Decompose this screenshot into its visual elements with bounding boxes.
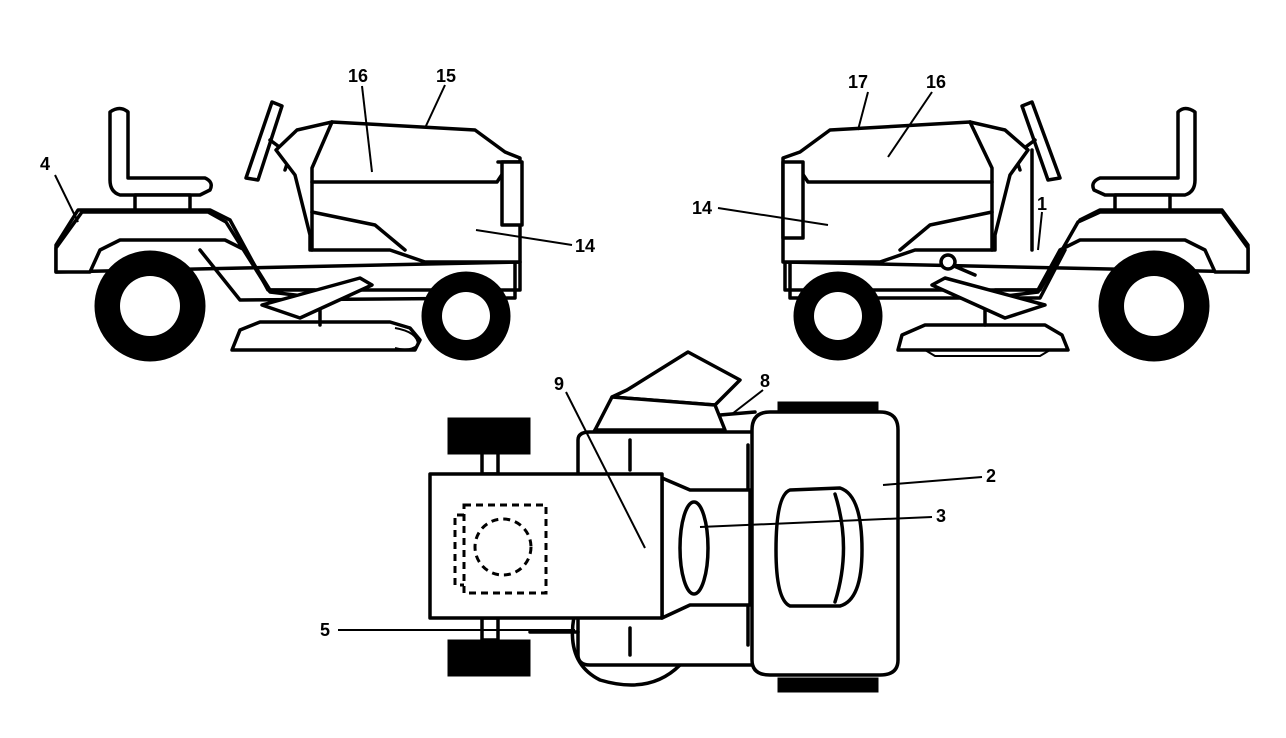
callout-14: 14 [692,198,712,218]
callout-15: 15 [436,66,456,86]
callout-16: 16 [348,66,368,86]
tractor-right-side-view [781,100,1250,362]
tractor-top-view [428,350,900,693]
callout-4: 4 [40,154,50,174]
callout-5: 5 [320,620,330,640]
leader-lines [54,84,1043,631]
callout-3: 3 [936,506,946,526]
tractor-left-side-view [54,100,524,362]
callout-17: 17 [848,72,868,92]
callout-1: 1 [1037,194,1047,214]
callout-9: 9 [554,374,564,394]
callout-16: 16 [926,72,946,92]
callout-14: 14 [575,236,595,256]
callout-2: 2 [986,466,996,486]
callout-8: 8 [760,371,770,391]
